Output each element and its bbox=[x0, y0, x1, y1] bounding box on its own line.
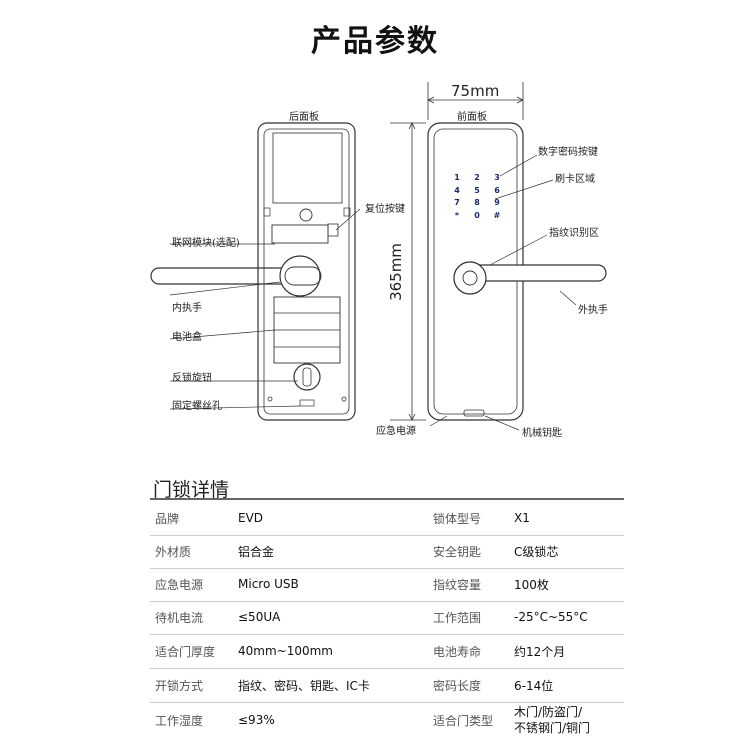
spec-key: 指纹容量 bbox=[433, 577, 482, 592]
lock-drawing bbox=[150, 82, 607, 431]
spec-key: 锁体型号 bbox=[433, 511, 482, 526]
spec-row: 外材质 铝合金 安全钥匙 C级锁芯 bbox=[150, 534, 624, 569]
keypad-key: # bbox=[493, 210, 501, 220]
width-dimension: 75mm bbox=[451, 82, 500, 100]
inner-handle-shape bbox=[150, 267, 292, 285]
height-dimension: 365mm bbox=[386, 243, 405, 301]
spec-value: X1 bbox=[514, 511, 530, 525]
reset-button-shape bbox=[327, 223, 339, 237]
callout-outer-handle: 外执手 bbox=[578, 305, 608, 316]
spec-key: 工作湿度 bbox=[155, 713, 204, 728]
row-divider bbox=[150, 668, 624, 669]
keypad: 1 2 3 4 5 6 7 8 9 * 0 # bbox=[447, 173, 507, 223]
key-slot-shape bbox=[463, 409, 485, 417]
spec-key: 应急电源 bbox=[155, 577, 204, 592]
spec-value: 100枚 bbox=[514, 577, 549, 592]
spec-row: 开锁方式 指纹、密码、钥匙、IC卡 密码长度 6-14位 bbox=[150, 668, 624, 703]
keypad-key: 7 bbox=[454, 198, 460, 207]
spec-value: 6-14位 bbox=[514, 678, 554, 693]
spec-row: 品牌 EVD 锁体型号 X1 bbox=[150, 501, 624, 536]
spec-value-line: 木门/防盗门/ bbox=[514, 705, 583, 719]
row-divider bbox=[150, 568, 624, 569]
callout-mechanical-key: 机械钥匙 bbox=[522, 428, 562, 439]
callout-inner-handle: 内执手 bbox=[172, 303, 202, 314]
details-divider bbox=[150, 498, 624, 500]
callout-emergency-power: 应急电源 bbox=[376, 426, 416, 437]
spec-row: 适合门厚度 40mm~100mm 电池寿命 约12个月 bbox=[150, 634, 624, 669]
spec-value: 40mm~100mm bbox=[238, 644, 333, 658]
keypad-key: 3 bbox=[494, 173, 500, 182]
spec-value: ≤50UA bbox=[238, 610, 281, 624]
callout-fingerprint: 指纹识别区 bbox=[549, 228, 599, 239]
keypad-key: 4 bbox=[454, 185, 460, 195]
network-module-bay bbox=[272, 132, 343, 204]
spec-key: 电池寿命 bbox=[433, 644, 482, 659]
callout-card-area: 刷卡区域 bbox=[555, 174, 595, 185]
spec-value: 木门/防盗门/ 不锈钢门/铜门 bbox=[514, 703, 590, 737]
lock-diagram: 1 2 3 4 5 6 7 8 9 * 0 # 75mm 365mm 后面板 前… bbox=[150, 82, 608, 439]
back-panel-label: 后面板 bbox=[289, 112, 319, 123]
page-title: 产品参数 bbox=[311, 24, 439, 59]
keypad-key: 2 bbox=[474, 173, 480, 182]
spec-value: 约12个月 bbox=[514, 644, 566, 659]
back-panel-outline bbox=[257, 122, 356, 421]
callout-anti-lock-knob: 反锁旋钮 bbox=[172, 373, 212, 384]
keypad-key: 8 bbox=[474, 198, 480, 207]
spec-key: 品牌 bbox=[155, 511, 180, 526]
anti-lock-knob-shape bbox=[293, 363, 321, 391]
spec-key: 适合门厚度 bbox=[155, 644, 216, 659]
spec-row: 应急电源 Micro USB 指纹容量 100枚 bbox=[150, 567, 624, 602]
row-divider bbox=[150, 634, 624, 635]
spec-key: 待机电流 bbox=[155, 610, 204, 625]
row-divider bbox=[150, 535, 624, 536]
spec-row: 待机电流 ≤50UA 工作范围 -25°C~55°C bbox=[150, 600, 624, 635]
spec-value: -25°C~55°C bbox=[514, 610, 588, 624]
spec-value: 铝合金 bbox=[238, 544, 275, 559]
callout-network-module: 联网模块(选配) bbox=[172, 238, 240, 249]
spec-value: EVD bbox=[238, 511, 264, 525]
spec-key: 开锁方式 bbox=[155, 678, 204, 693]
spec-key: 密码长度 bbox=[433, 678, 482, 693]
front-panel-label: 前面板 bbox=[457, 112, 487, 123]
spec-key: 工作范围 bbox=[433, 610, 482, 625]
row-divider bbox=[150, 702, 624, 703]
spec-key: 安全钥匙 bbox=[433, 544, 482, 559]
back-panel-inner bbox=[263, 128, 350, 415]
outer-handle-shape bbox=[465, 264, 607, 282]
callout-reset-button: 复位按键 bbox=[365, 204, 405, 215]
callout-keypad: 数字密码按键 bbox=[538, 147, 598, 158]
keypad-key: * bbox=[454, 210, 460, 220]
network-module bbox=[271, 224, 329, 244]
keypad-key: 6 bbox=[494, 185, 500, 195]
callout-screw-holes: 固定螺丝孔 bbox=[172, 401, 222, 412]
spec-value-line: 不锈钢门/铜门 bbox=[514, 721, 591, 735]
callout-battery-box: 电池盒 bbox=[172, 332, 202, 343]
spec-value: Micro USB bbox=[238, 577, 299, 591]
details-title: 门锁详情 bbox=[153, 479, 230, 501]
keypad-key: 1 bbox=[454, 173, 460, 182]
spec-row: 工作湿度 ≤93% 适合门类型 木门/防盗门/ 不锈钢门/铜门 bbox=[150, 703, 624, 739]
keypad-key: 9 bbox=[494, 198, 500, 207]
spec-value: C级锁芯 bbox=[514, 544, 559, 559]
spec-key: 适合门类型 bbox=[433, 713, 494, 728]
spec-value: 指纹、密码、钥匙、IC卡 bbox=[238, 678, 370, 693]
row-divider bbox=[150, 601, 624, 602]
spec-value: ≤93% bbox=[238, 713, 275, 727]
spec-key: 外材质 bbox=[155, 544, 192, 559]
keypad-key: 0 bbox=[474, 210, 480, 220]
keypad-key: 5 bbox=[474, 185, 480, 195]
